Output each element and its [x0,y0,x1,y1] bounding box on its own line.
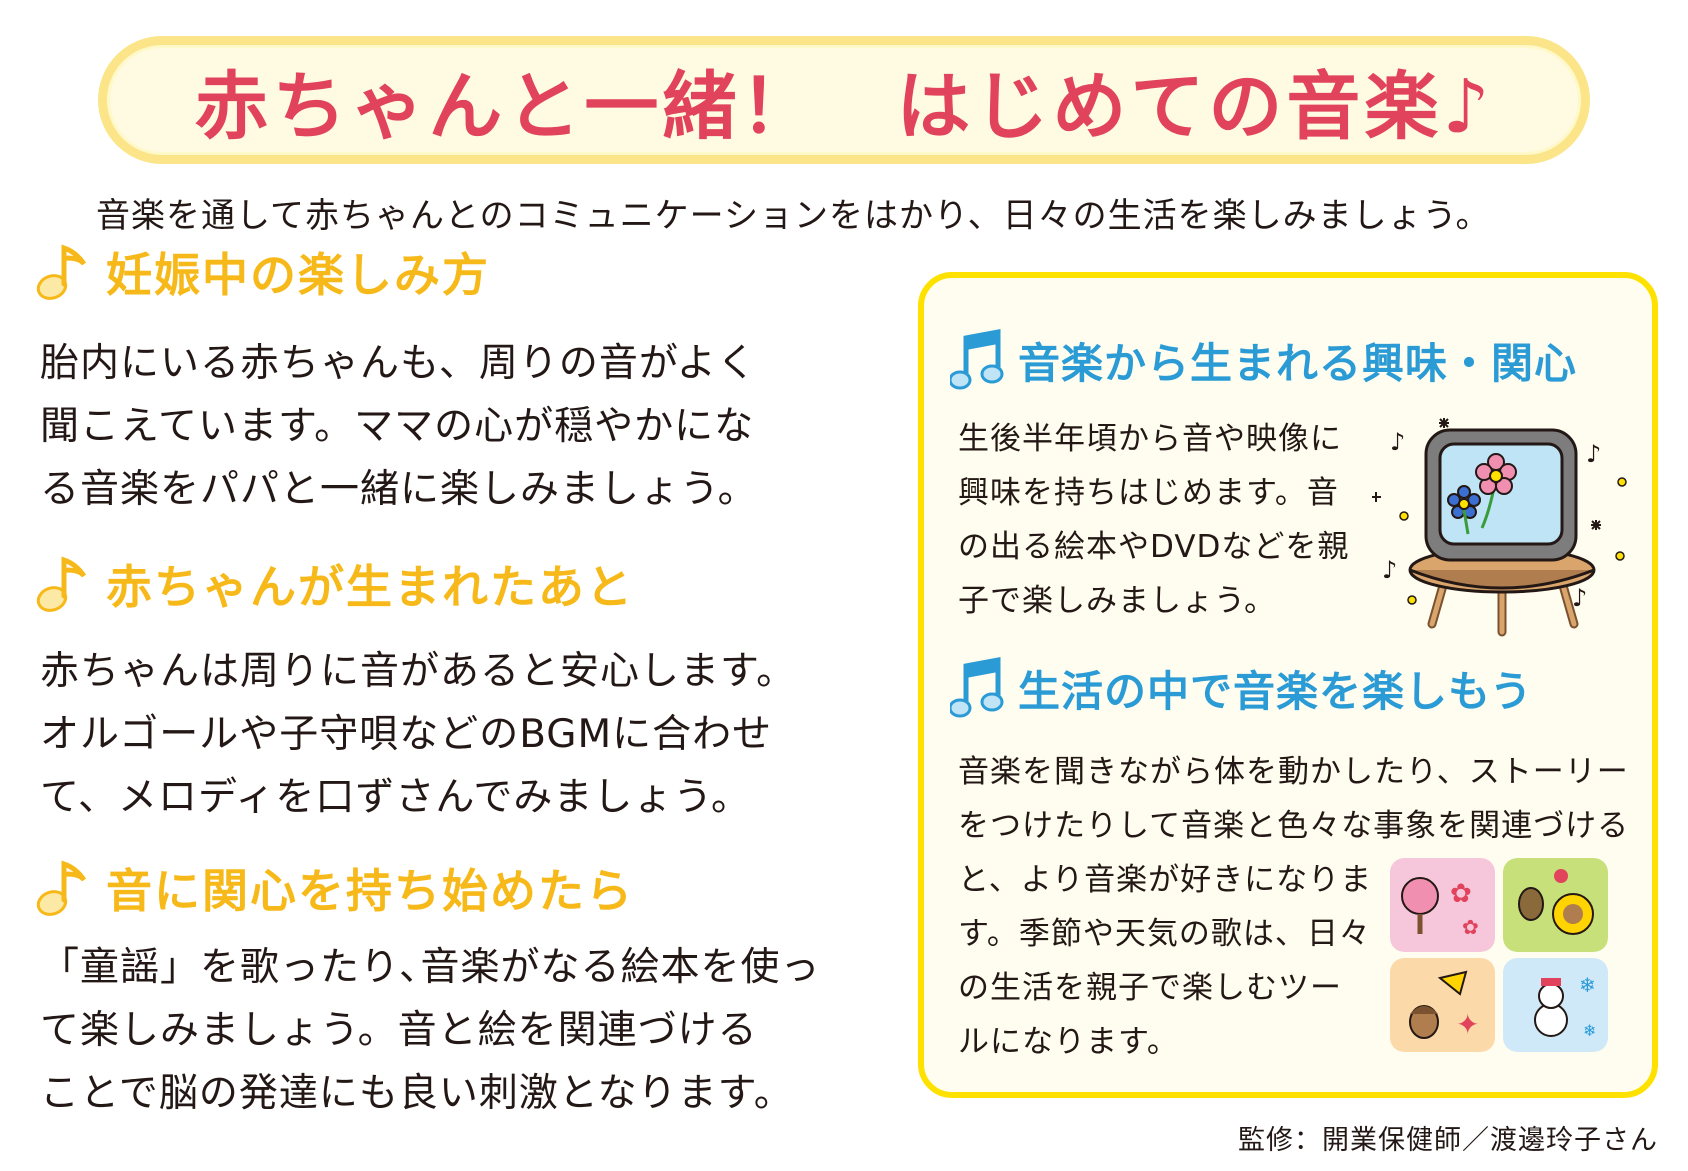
winter-tile: ❄ ❄ [1503,958,1608,1052]
body-line: の出る絵本やDVDなどを親 [958,529,1350,565]
body-line: と、より音楽が好きになりま [958,862,1373,898]
svg-text:❄: ❄ [1579,973,1596,997]
section-heading-text: 赤ちゃんが生まれたあと [106,560,634,614]
right-heading-text: 生活の中で音楽を楽しもう [1018,666,1533,716]
seasons-illustration: ✿ ✿ ✦ ❄ ❄ [1390,858,1608,1052]
body-line: 音楽を聞きながら体を動かしたり、ストーリー [958,754,1629,790]
page-title: 赤ちゃんと一緒！ はじめての音楽♪ [194,63,1494,150]
section-heading-pregnancy: 妊娠中の楽しみ方 [36,240,490,304]
spring-tile: ✿ ✿ [1390,858,1495,952]
section-heading-interest: 音に関心を持ち始めたら [36,856,634,920]
body-line: す。季節や天気の歌は、日々 [958,916,1371,952]
section-heading-text: 妊娠中の楽しみ方 [106,248,490,302]
tv-illustration: ♪ ♪ ♪ ♪ [1372,418,1627,637]
svg-text:♪: ♪ [1572,584,1587,612]
body-line: 赤ちゃんは周りに音があると安心します。 [40,649,797,694]
svg-text:♪: ♪ [1586,440,1601,468]
credit: 監修：開業保健師／渡邊玲子さん [1238,1125,1658,1156]
section-body-after-birth: 赤ちゃんは周りに音があると安心します。 オルゴールや子守唄などのBGMに合わせ … [40,640,800,829]
eighth-note-icon [36,860,87,916]
svg-text:❄: ❄ [1583,1021,1596,1040]
right-heading-text: 音楽から生まれる興味・関心 [1018,338,1578,388]
section-body-interest: 「童謡」を歌ったり､音楽がなる絵本を使っ て楽しみましょう。音と絵を関連づける … [40,936,821,1125]
body-line: て、メロディを口ずさんでみましょう。 [40,775,752,820]
right-body-daily-life-full: 音楽を聞きながら体を動かしたり、ストーリー をつけたりして音楽と色々な事象を関連… [958,745,1629,853]
body-line: の生活を親子で楽しむツー [958,970,1342,1006]
summer-tile [1503,858,1608,952]
section-heading-text: 音に関心を持ち始めたら [106,864,634,918]
beamed-notes-icon [950,656,1004,718]
right-body-interest: 生後半年頃から音や映像に 興味を持ちはじめます。音 の出る絵本やDVDなどを親 … [958,412,1349,628]
svg-text:✿: ✿ [1462,915,1479,939]
body-line: ことで脳の発達にも良い刺激となります。 [40,1071,794,1116]
svg-text:✦: ✦ [1456,1008,1479,1041]
subtitle: 音楽を通して赤ちゃんとのコミュニケーションをはかり、日々の生活を楽しみましょう。 [96,196,1491,236]
body-line: 胎内にいる赤ちゃんも、周りの音がよく [40,341,757,386]
body-line: 聞こえています。ママの心が穏やかにな [40,404,755,449]
svg-text:♪: ♪ [1390,428,1405,456]
body-line: 子で楽しみましょう。 [958,583,1277,619]
body-line: をつけたりして音楽と色々な事象を関連づける [958,808,1630,844]
eighth-note-icon [36,244,87,300]
body-line: オルゴールや子守唄などのBGMに合わせ [40,712,773,757]
right-heading-interest: 音楽から生まれる興味・関心 [950,326,1577,394]
body-line: ルになります。 [958,1024,1179,1060]
body-line: る音楽をパパと一緒に楽しみましょう。 [40,467,758,512]
body-line: 興味を持ちはじめます。音 [958,475,1339,511]
section-heading-after-birth: 赤ちゃんが生まれたあと [36,552,634,616]
autumn-tile: ✦ [1390,958,1495,1052]
svg-text:✿: ✿ [1450,879,1472,909]
right-heading-daily-life: 生活の中で音楽を楽しもう [950,654,1533,722]
beamed-notes-icon [950,328,1004,390]
body-line: 生後半年頃から音や映像に [958,421,1342,457]
body-line: 「童謡」を歌ったり､音楽がなる絵本を使っ [40,945,821,990]
right-body-daily-life: と、より音楽が好きになりま す。季節や天気の歌は、日々 の生活を親子で楽しむツー… [958,853,1372,1069]
svg-text:♪: ♪ [1382,556,1397,584]
section-body-pregnancy: 胎内にいる赤ちゃんも、周りの音がよく 聞こえています。ママの心が穏やかにな る音… [40,332,800,521]
body-line: て楽しみましょう。音と絵を関連づける [40,1008,758,1053]
title-banner: 赤ちゃんと一緒！ はじめての音楽♪ [98,36,1590,164]
eighth-note-icon [36,556,87,612]
